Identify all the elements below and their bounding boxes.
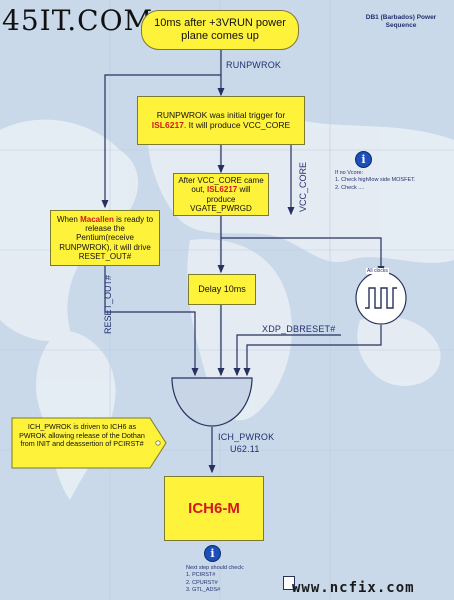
runpwrok-label: RUNPWROK <box>226 60 282 70</box>
runpwrok-trigger-text: RUNPWROK was initial trigger for ISL6217… <box>148 109 294 131</box>
page-title-line1: DB1 (Barbados) Power <box>365 14 437 21</box>
u62-label: U62.11 <box>230 444 260 454</box>
watermark-top: 45IT.COM <box>2 4 154 37</box>
ich-pwrok-label: ICH_PWROK <box>218 432 275 442</box>
info-icon-next[interactable]: i <box>204 545 221 562</box>
note-next-item: 2. CPURST# <box>186 579 218 586</box>
vgate-box: After VCC_CORE came out, ISL6217 will pr… <box>173 173 269 216</box>
vgate-text-chip: ISL6217 <box>206 185 238 195</box>
note-vcore-item: 1. Check high/low side MOSFET. <box>335 177 416 184</box>
clock-symbol <box>355 271 407 325</box>
runpwrok-trigger-box: RUNPWROK was initial trigger for ISL6217… <box>137 96 305 145</box>
reset-out-label: RESET_OUT# <box>103 274 113 334</box>
macallen-text-chip: Macallen <box>80 215 114 225</box>
delay-box: Delay 10ms <box>188 274 256 305</box>
runpwrok-text-post: . It will produce VCC_CORE <box>183 119 291 130</box>
start-node: 10ms after +3VRUN power plane comes up <box>141 10 299 50</box>
macallen-box: When Macallen is ready to release the Pe… <box>50 210 160 266</box>
note-vcore: If no Vcore: 1. Check high/low side MOSF… <box>335 170 445 192</box>
note-vcore-item: 2. Check .... <box>335 184 365 191</box>
macallen-text-post: is ready to release the Pentium(receive … <box>59 215 154 261</box>
vgate-text: After VCC_CORE came out, ISL6217 will pr… <box>178 176 264 213</box>
document-icon[interactable] <box>283 576 295 590</box>
vgate-text-pre: After VCC_CORE came out, <box>178 176 264 195</box>
xdp-dbreset-label: XDP_DBRESET# <box>262 324 336 334</box>
watermark-bottom: www.ncfix.com <box>292 580 415 596</box>
note-next-step: Next step should check: 1. PCIRST# 2. CP… <box>186 565 286 595</box>
note-tag-shape <box>11 417 167 469</box>
note-next-title: Next step should check: <box>186 565 245 571</box>
macallen-text-pre: When <box>56 215 81 225</box>
runpwrok-text-chip: ISL6217 <box>151 119 184 130</box>
vcc-core-label: VCC_CORE <box>298 161 308 212</box>
connectors <box>101 50 385 474</box>
ich6-m-box: ICH6-M <box>164 476 264 541</box>
macallen-text: When Macallen is ready to release the Pe… <box>56 215 154 261</box>
ich-pwrok-note: ICH_PWROK is driven to ICH6 as PWROK all… <box>19 422 145 449</box>
page-title-line2: Sequence <box>385 22 417 30</box>
page-title: DB1 (Barbados) Power Sequence <box>352 14 450 31</box>
note-vcore-title: If no Vcore: <box>335 170 364 176</box>
note-next-item: 1. PCIRST# <box>186 572 216 579</box>
and-gate <box>171 377 253 427</box>
info-icon-vcore[interactable]: i <box>355 151 372 168</box>
clock-badge: All clocks <box>366 268 389 274</box>
note-next-item: 3. GTL_ADS# <box>186 587 221 594</box>
runpwrok-text-pre: RUNPWROK was initial trigger for <box>156 109 286 120</box>
vgate-text-post: will produce VGATE_PWRGD <box>190 185 252 213</box>
